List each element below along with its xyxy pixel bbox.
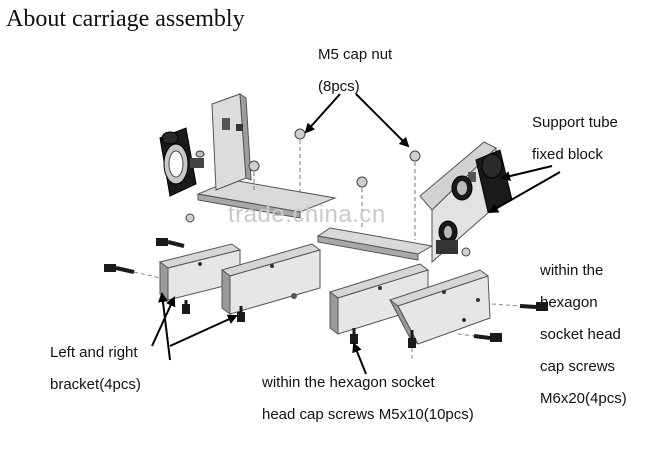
arrow-support-block-2 bbox=[488, 171, 561, 213]
bracket-2 bbox=[220, 243, 322, 315]
m5-cap-nut-label: M5 cap nut bbox=[318, 46, 393, 63]
watermark: trade.china.cn bbox=[228, 201, 386, 228]
bracket-label-line1: Left and right bbox=[50, 344, 138, 361]
m6-screw-label-line4: cap screws bbox=[540, 358, 616, 375]
arrow-m5-nut-right bbox=[355, 93, 410, 148]
m6-screw-label-line3: socket head bbox=[540, 326, 621, 343]
page-title: About carriage assembly bbox=[6, 6, 245, 32]
m5-screw-label-line1: within the hexagon socket bbox=[262, 374, 435, 391]
support-tube-label: Support tube bbox=[532, 114, 618, 131]
m6-screw-label-line5: M6x20(4pcs) bbox=[540, 390, 627, 407]
m6-screw-label-line2: hexagon bbox=[540, 294, 598, 311]
left-support-tube-block bbox=[159, 127, 205, 197]
m5-cap-nuts bbox=[185, 128, 471, 257]
arrow-bracket-2 bbox=[151, 296, 176, 347]
bracket-label-line2: bracket(4pcs) bbox=[50, 376, 141, 393]
arrow-m5-nut-left bbox=[304, 93, 341, 134]
arrow-support-block-1 bbox=[500, 165, 553, 181]
m5-cap-nut-qty-label: (8pcs) bbox=[318, 78, 360, 95]
arrow-m5-screw-left bbox=[169, 314, 238, 347]
left-upright-plate bbox=[211, 93, 252, 191]
arrow-bracket-1 bbox=[157, 292, 171, 361]
m5-screw-label-line2: head cap screws M5x10(10pcs) bbox=[262, 406, 474, 423]
hex-socket-screws bbox=[104, 238, 548, 360]
bracket-1 bbox=[158, 243, 242, 301]
fixed-block-label: fixed block bbox=[532, 146, 603, 163]
arrow-m5-screw-mid bbox=[352, 342, 367, 375]
callout-arrows bbox=[151, 93, 561, 375]
m6-screw-label-line1: within the bbox=[540, 262, 604, 279]
carriage-base-plate bbox=[196, 179, 434, 261]
